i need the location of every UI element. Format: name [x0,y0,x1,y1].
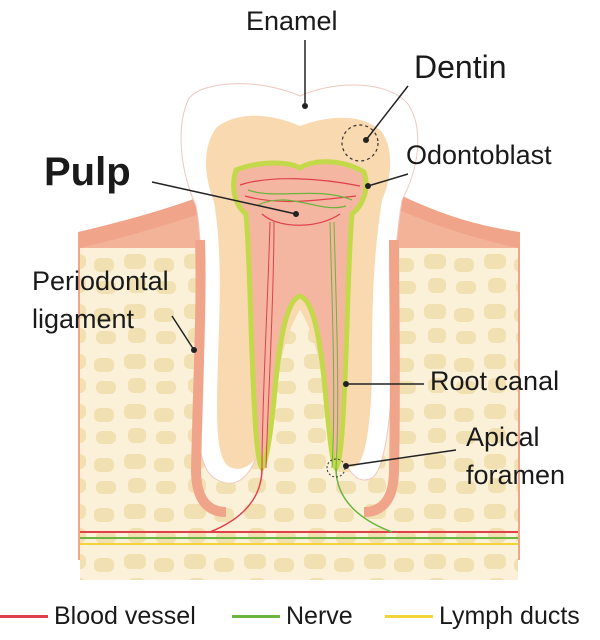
legend-item-lymph-ducts: Lymph ducts [385,598,580,634]
odontoblast-label: Odontoblast [406,140,552,170]
dentin-leader [365,85,409,141]
pulp-chamber [231,159,369,473]
apical-label-line2: foramen [466,460,566,490]
nerve-line-icon [232,614,280,618]
legend-label: Lymph ducts [439,601,580,630]
legend: Blood vessel Nerve Lymph ducts [0,598,600,634]
apical-leader [345,449,457,467]
enamel-label: Enamel [246,6,338,36]
pulp-label: Pulp [44,150,131,194]
tooth-illustration [78,40,520,580]
odontoblast-leader [367,173,409,187]
blood-vessel-line-icon [0,614,48,618]
legend-item-blood-vessel: Blood vessel [0,598,196,634]
dentin-label: Dentin [414,49,507,85]
root-canal-label: Root canal [430,366,560,396]
legend-item-nerve: Nerve [232,598,353,634]
pulp-leader [151,181,297,215]
dentin-marker [341,124,379,162]
periodontal-leader [171,315,195,351]
periodontal-label-line2: ligament [32,304,135,334]
apical-label-line1: Apical [466,422,540,452]
lymph-duct-line-icon [385,614,433,618]
legend-label: Blood vessel [54,601,196,630]
legend-label: Nerve [286,601,353,630]
periodontal-label-line1: Periodontal [32,266,169,296]
